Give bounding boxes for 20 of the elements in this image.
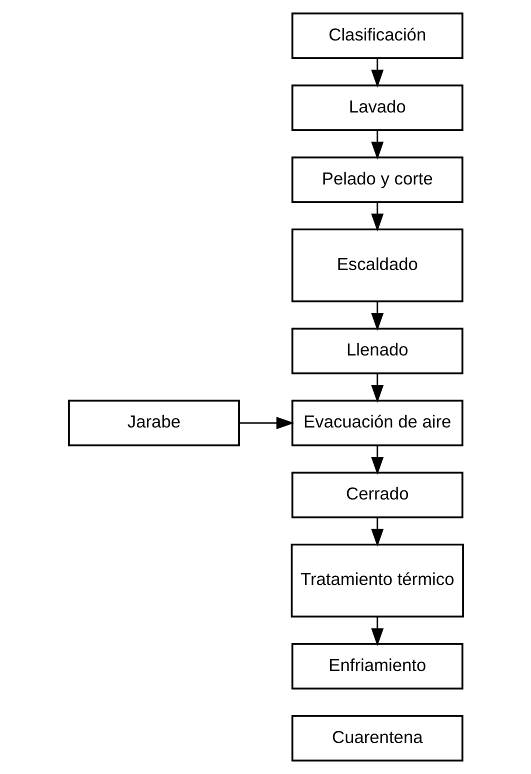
arrow xyxy=(370,130,384,160)
node-box: Pelado y corte xyxy=(290,156,463,203)
arrow xyxy=(370,301,384,331)
node-box: Lavado xyxy=(290,84,463,132)
node-box: Enfriamiento xyxy=(290,643,463,690)
node-box: Llenado xyxy=(290,328,463,374)
arrow xyxy=(370,373,384,403)
node-box: Clasificación xyxy=(290,12,463,60)
arrow xyxy=(370,518,384,547)
arrow xyxy=(238,416,294,430)
node-box: Jarabe xyxy=(68,400,240,446)
node-box: Escaldado xyxy=(290,228,463,302)
arrow xyxy=(370,58,384,88)
node-box: Evacuación de aire xyxy=(290,400,463,446)
arrow xyxy=(370,616,384,646)
node-box: Cuarentena xyxy=(290,714,463,762)
arrow xyxy=(370,202,384,232)
node-box: Tratamiento térmico xyxy=(290,544,464,618)
node-box: Cerrado xyxy=(290,472,463,518)
arrow xyxy=(370,445,384,475)
